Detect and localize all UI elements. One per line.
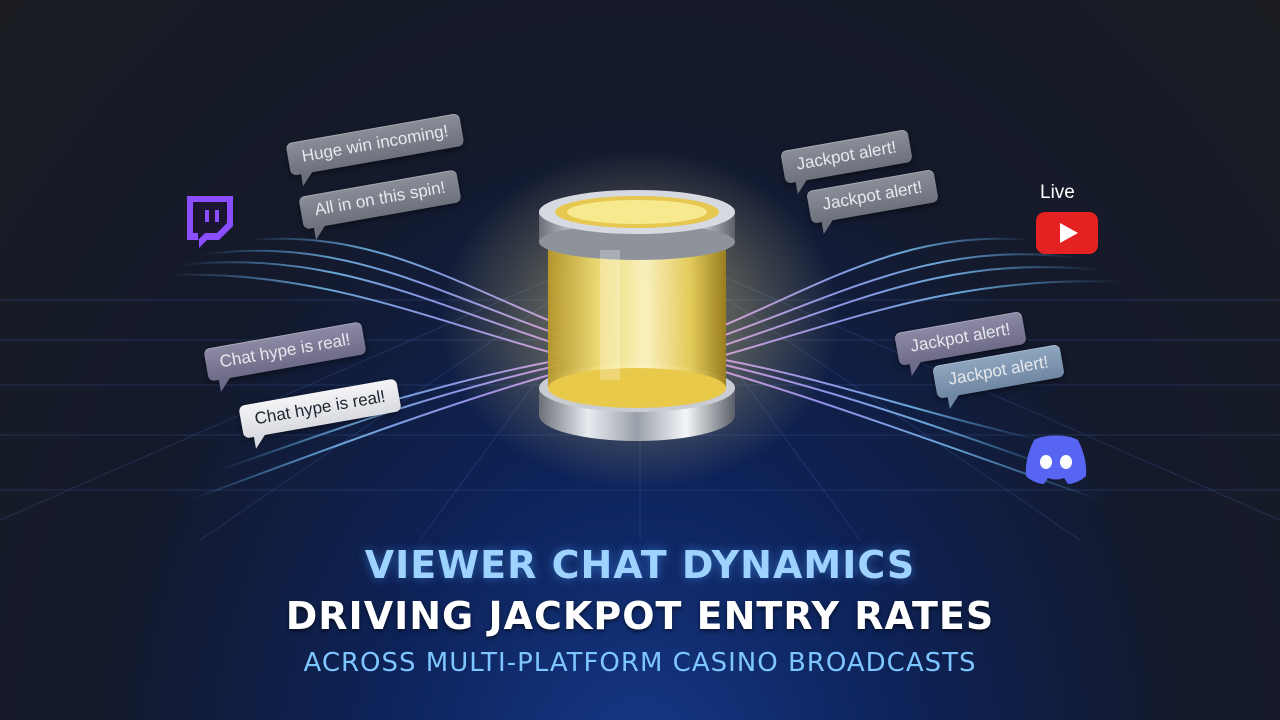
discord-icon: [1025, 435, 1087, 484]
headline-line-2: DRIVING JACKPOT ENTRY RATES: [285, 594, 995, 638]
live-label: Live: [1040, 182, 1075, 203]
jackpot-jar: [539, 190, 735, 441]
headline-line-1: VIEWER CHAT DYNAMICS: [364, 543, 916, 587]
youtube-icon: [1036, 212, 1098, 254]
headline-line-3: ACROSS MULTI-PLATFORM CASINO BROADCASTS: [303, 648, 977, 678]
twitch-icon: [187, 196, 233, 248]
